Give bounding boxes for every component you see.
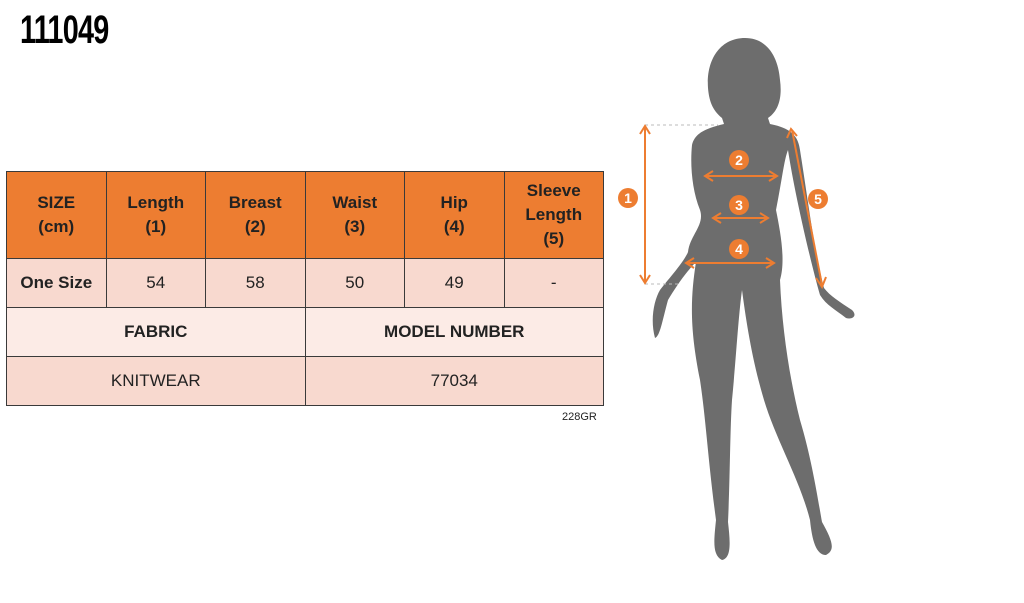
table-row: One Size 54 58 50 49 - [6,258,604,308]
guide-lines [645,124,718,285]
marker-3: 3 [735,197,743,213]
measurement-markers: 1 2 3 4 5 [618,150,828,259]
product-code: 111049 [20,8,109,52]
fabric-value: KNITWEAR [6,356,306,406]
header-breast: Breast(2) [205,171,306,259]
fabric-label: FABRIC [6,307,306,357]
header-hip: Hip(4) [404,171,505,259]
marker-1: 1 [624,190,632,206]
weight-note: 228GR [562,411,597,423]
header-waist: Waist(3) [304,171,405,259]
value-row: KNITWEAR 77034 [6,356,604,406]
cell-breast: 58 [205,258,306,308]
header-row: SIZE(cm) Length(1) Breast(2) Waist(3) Hi… [6,171,604,259]
cell-waist: 50 [304,258,405,308]
cell-sleeve: - [503,258,604,308]
marker-4: 4 [735,241,743,257]
cell-size: One Size [6,258,107,308]
measurement-arrows [639,124,827,290]
header-length: Length(1) [105,171,206,259]
header-size: SIZE(cm) [6,171,107,259]
marker-2: 2 [735,152,743,168]
model-number-value: 77034 [304,356,604,406]
silhouette [652,38,855,560]
size-table: SIZE(cm) Length(1) Breast(2) Waist(3) Hi… [6,171,604,406]
model-number-label: MODEL NUMBER [304,307,604,357]
cell-length: 54 [105,258,206,308]
label-row: FABRIC MODEL NUMBER [6,307,604,357]
cell-hip: 49 [404,258,505,308]
body-measurement-figure: 1 2 3 4 5 [618,38,855,560]
marker-5: 5 [814,191,822,207]
